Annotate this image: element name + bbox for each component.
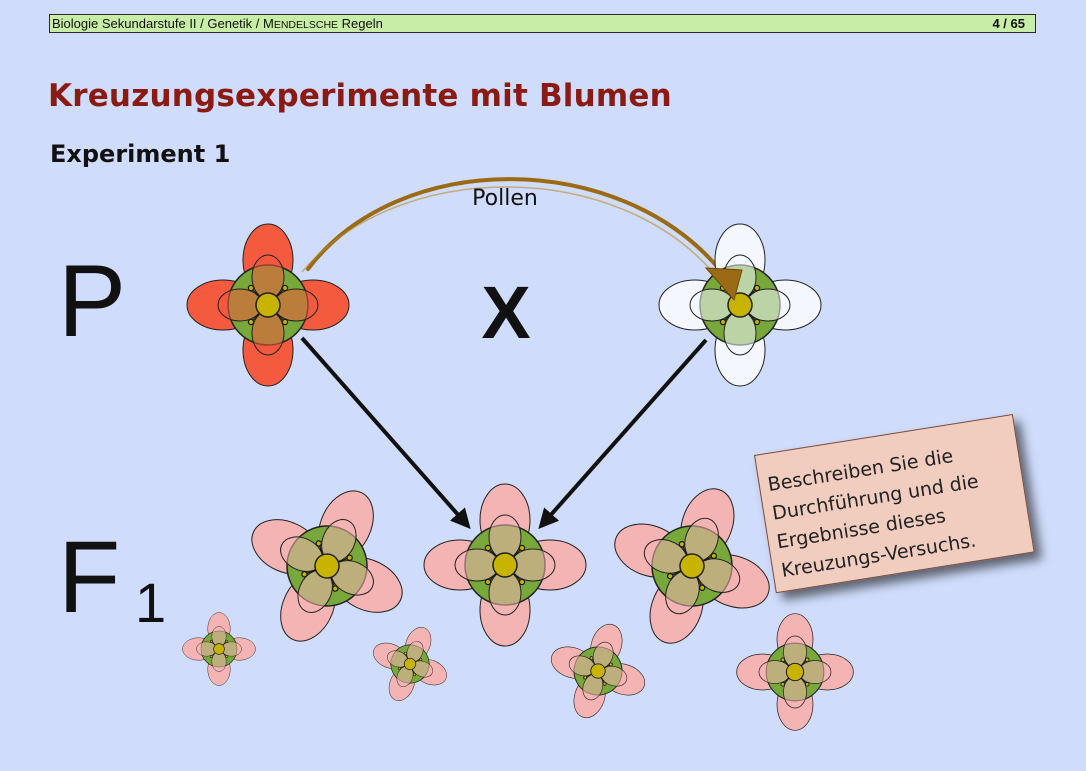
pollen-deposit-icon	[704, 267, 743, 302]
breadcrumb-prefix: Biologie Sekundarstufe II / Genetik / M	[52, 16, 274, 31]
generation-label-f: F	[58, 520, 120, 634]
pink-flower-icon	[423, 483, 587, 647]
pink-flower-icon	[359, 613, 461, 715]
pink-flower-icon	[736, 613, 854, 731]
pink-flower-icon	[536, 609, 660, 733]
pollen-label: Pollen	[472, 186, 538, 211]
breadcrumb-suffix: Regeln	[338, 16, 383, 31]
page-indicator: 4 / 65	[992, 16, 1025, 31]
pink-flower-icon	[182, 612, 256, 686]
experiment-heading: Experiment 1	[50, 140, 231, 168]
arrow-red-parent	[300, 336, 471, 529]
pink-flower-icon	[218, 457, 436, 675]
arrow-white-parent	[538, 338, 708, 529]
page-title: Kreuzungsexperimente mit Blumen	[48, 78, 672, 114]
cross-symbol: X	[481, 271, 530, 354]
generation-label-f-subscript: 1	[135, 571, 166, 634]
header-bar: Biologie Sekundarstufe II / Genetik / ME…	[49, 14, 1036, 33]
generation-label-p: P	[58, 244, 126, 358]
white-flower-icon	[658, 223, 822, 387]
breadcrumb-smallcaps: ENDELSCHE	[273, 19, 339, 31]
pollen-arc	[306, 177, 722, 272]
breadcrumb: Biologie Sekundarstufe II / Genetik / ME…	[52, 15, 383, 34]
